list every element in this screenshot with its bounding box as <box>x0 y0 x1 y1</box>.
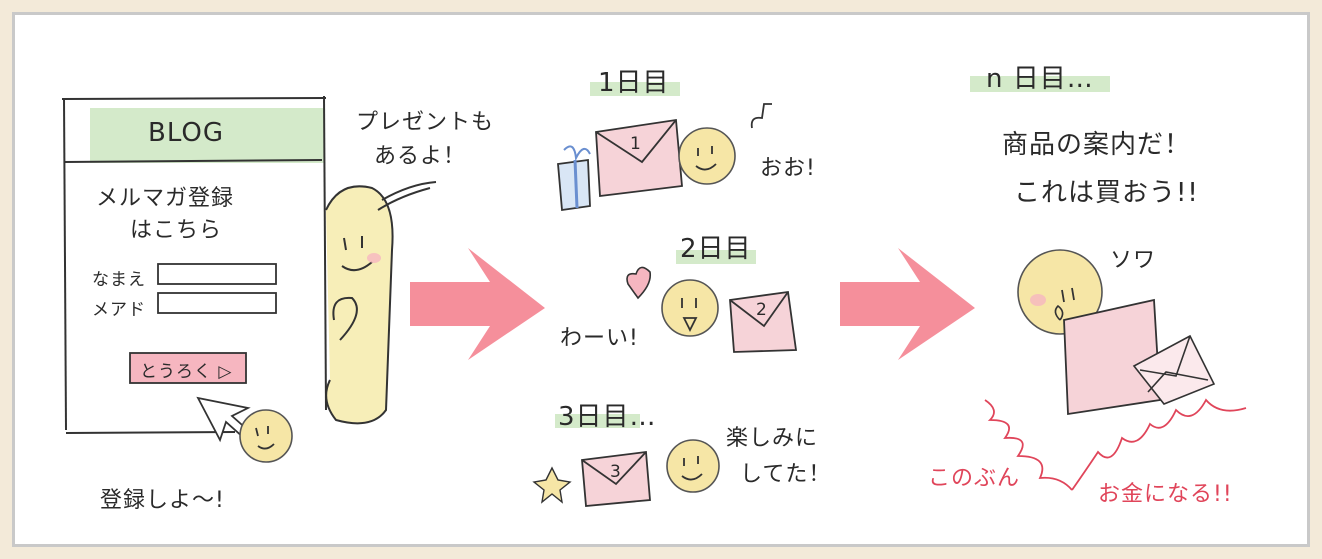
music-note-icon <box>750 103 772 129</box>
speech-line2: あるよ！ <box>374 144 467 169</box>
face-n-icon <box>1017 249 1103 335</box>
dayn-title: n 日目… <box>986 64 1094 94</box>
blog-right-border <box>323 95 327 411</box>
arrow-1-icon <box>410 248 545 360</box>
name-label: なまえ <box>92 270 146 290</box>
register-button-shape <box>129 352 247 384</box>
blog-header-divider <box>63 159 323 163</box>
blog-top-border <box>61 97 327 100</box>
mascot-antenna <box>377 181 437 211</box>
day3-scene <box>532 414 720 507</box>
blog-header-text: BLOG <box>148 118 225 148</box>
dayn-line1: 商品の案内だ！ <box>1002 130 1192 160</box>
blog-header-highlight <box>90 108 325 163</box>
speech-line1: プレゼントも <box>356 110 495 135</box>
day1-scene <box>557 82 772 212</box>
mail-input-box <box>157 292 277 314</box>
signup-line1: メルマガ登録 <box>96 186 235 211</box>
day2-reaction: わーい! <box>560 326 639 351</box>
mascot-hand <box>332 296 358 341</box>
money-caption-right: お金になる!! <box>1098 482 1233 507</box>
name-input-box <box>157 263 277 285</box>
mail3-number: 3 <box>610 462 622 482</box>
money-burst-right <box>1071 398 1247 491</box>
face-1-icon <box>678 127 736 185</box>
blog-page-sketch <box>61 95 327 463</box>
blog-caption: 登録しよ〜! <box>100 488 225 513</box>
register-button[interactable]: とうろく ▷ <box>140 362 233 382</box>
user-face-icon <box>239 409 293 463</box>
brochure-icon <box>1063 298 1161 416</box>
day2-scene <box>626 250 798 353</box>
flower-icon <box>532 466 572 504</box>
gift-box-icon <box>557 158 591 212</box>
dayn-sfx: ソワ <box>1110 248 1157 273</box>
blog-left-border <box>63 97 67 431</box>
money-burst-left <box>984 399 1073 491</box>
envelope-1-icon <box>595 118 683 198</box>
envelope-2-icon <box>729 290 798 353</box>
face-3-icon <box>666 439 720 493</box>
blog-bottom-border <box>65 431 236 434</box>
signup-line2: はこちら <box>130 218 223 243</box>
day1-reaction: おお! <box>760 156 816 181</box>
mail2-number: 2 <box>756 300 768 320</box>
day2-title: 2日目 <box>680 234 752 264</box>
day3-reaction-line2: してた！ <box>740 462 832 487</box>
money-caption-left: このぶん <box>928 466 1021 491</box>
arrow-2-icon <box>840 248 975 360</box>
heart-icon <box>626 266 652 300</box>
dayn-scene <box>970 76 1247 491</box>
mascot-character <box>325 181 437 425</box>
day3-title: 3日目… <box>558 402 657 432</box>
mail-label: メアド <box>92 300 146 320</box>
day1-title: 1日目 <box>598 68 670 98</box>
open-envelope-icon <box>1132 334 1216 405</box>
mail1-number: 1 <box>630 134 642 154</box>
face-2-icon <box>661 279 719 337</box>
day3-reaction-line1: 楽しみに <box>726 426 819 451</box>
dayn-line2: これは買おう!! <box>1014 178 1199 208</box>
